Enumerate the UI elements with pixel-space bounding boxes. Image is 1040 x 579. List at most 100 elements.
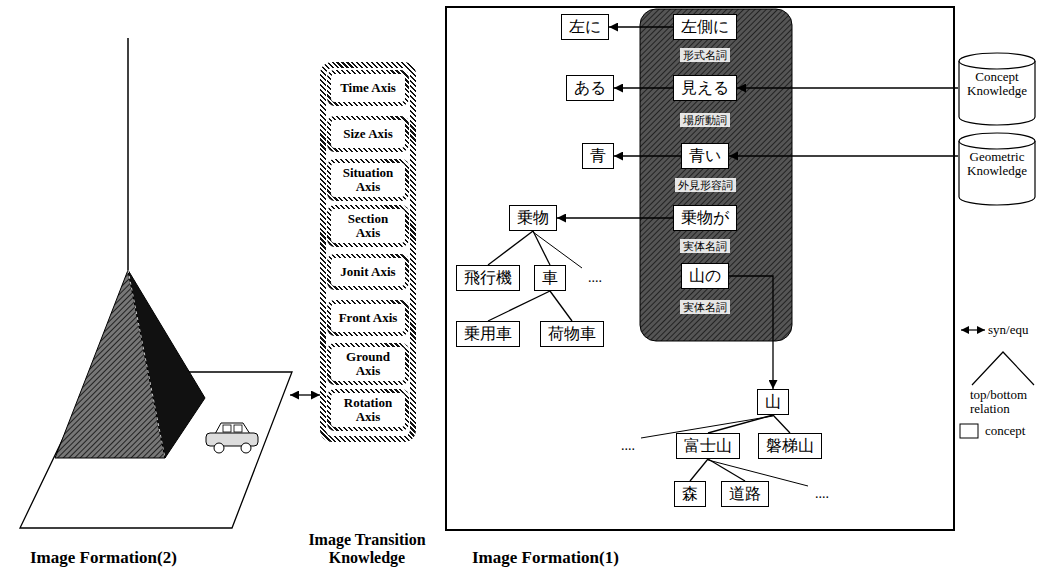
concept-box: 乗用車	[456, 321, 520, 347]
car-wheel	[214, 443, 224, 453]
figure-caption: Image Formation(1)	[472, 548, 619, 568]
knowledge-cylinder: Concept Knowledge	[958, 52, 1036, 126]
formation-box: 左側に見える青い乗物が山の 左にある青乗物飛行機 車乗用車 荷物車山富士山 磐梯山森 道路…	[445, 6, 955, 531]
ellipsis-label: ....	[621, 438, 635, 454]
axis-box: Size Axis	[327, 116, 409, 152]
tree-connector	[488, 231, 533, 265]
vertical-axis-line	[127, 38, 129, 270]
legend-syn-sample	[961, 329, 985, 330]
ellipsis-label: ....	[815, 486, 829, 502]
axis-box: Jonit Axis	[327, 254, 409, 290]
axis-box: Ground Axis	[327, 343, 409, 384]
concept-label: ある	[574, 78, 606, 98]
concept-box: 青	[582, 143, 614, 169]
concept-box: 車	[534, 265, 566, 291]
axis-box: Front Axis	[327, 300, 409, 336]
ellipsis-label: ....	[588, 270, 602, 286]
car-icon	[206, 423, 258, 453]
cylinder-top	[959, 53, 1035, 69]
concept-label: 山	[765, 392, 781, 412]
knowledge-cylinder: Geometric Knowledge	[958, 132, 1036, 206]
tree-connector	[690, 459, 708, 481]
tree-connector	[708, 459, 745, 481]
axis-label: Ground Axis	[335, 350, 401, 377]
tree-connector	[533, 231, 550, 265]
concept-label: 青い	[689, 146, 721, 166]
concept-label: 荷物車	[548, 324, 596, 344]
axis-label: Front Axis	[339, 311, 398, 325]
axis-label: Section Axis	[335, 212, 401, 239]
concept-label: 道路	[729, 484, 761, 504]
concept-box: 山の	[681, 263, 729, 289]
axis-label: Size Axis	[343, 127, 392, 141]
concept-label: 左側に	[681, 17, 729, 37]
concept-label: 乗用車	[464, 324, 512, 344]
concept-label: 山の	[689, 266, 721, 286]
category-label: 場所動詞	[680, 113, 730, 127]
cylinder-side	[959, 61, 1035, 125]
car-body	[206, 433, 258, 446]
concept-label: 磐梯山	[766, 436, 814, 456]
arrow-connector	[729, 276, 773, 389]
concept-box: 青い	[681, 143, 729, 169]
arrow-connector	[614, 87, 673, 88]
panel-caption: Image Transition Knowledge	[292, 531, 442, 568]
axis-box: Time Axis	[327, 70, 409, 106]
concept-box: 飛行機	[456, 265, 520, 291]
legend-concept-sample	[960, 424, 978, 438]
figure-caption: Image Formation(2)	[30, 548, 177, 568]
axis-box: Situation Axis	[327, 159, 409, 200]
arrow-connector	[609, 26, 673, 27]
concept-label: 乗物	[517, 208, 549, 228]
concept-box: 山	[757, 389, 789, 415]
connectors	[290, 27, 958, 481]
legend-tree-sample	[972, 352, 1034, 385]
concept-box: 富士山	[676, 433, 740, 459]
tree-connector	[708, 415, 773, 433]
axis-label: Time Axis	[340, 81, 396, 95]
arrow-connector	[729, 155, 958, 156]
car-window	[223, 425, 231, 432]
cylinder-label: Geometric Knowledge	[961, 150, 1033, 179]
concept-box: 乗物	[509, 205, 557, 231]
concept-label: 青	[590, 146, 606, 166]
concept-box: 見える	[673, 75, 737, 101]
legend-text: concept	[985, 424, 1025, 438]
concept-box: 磐梯山	[758, 433, 822, 459]
concept-box: ある	[566, 75, 614, 101]
arrow-connector	[557, 217, 673, 218]
category-label: 形式名詞	[680, 48, 730, 62]
concept-box: 乗物が	[673, 205, 737, 231]
cylinder-top	[959, 133, 1035, 149]
pyramid-shadow-face	[128, 270, 205, 458]
concept-box: 道路	[721, 481, 769, 507]
tree-connector	[550, 291, 572, 321]
arrow-connector	[290, 394, 320, 395]
axis-label: Rotation Axis	[335, 396, 401, 423]
axis-box: Rotation Axis	[327, 389, 409, 430]
tree-connector	[488, 291, 550, 321]
concept-box: 森	[674, 481, 706, 507]
concept-label: 見える	[681, 78, 729, 98]
concept-box: 左に	[561, 14, 609, 40]
tree-connector	[773, 415, 790, 433]
car-cabin	[215, 423, 250, 434]
car-wheel	[241, 443, 251, 453]
concept-box: 左側に	[673, 14, 737, 40]
pyramid-edge	[128, 270, 165, 458]
axis-label: Situation Axis	[335, 166, 401, 193]
concept-label: 森	[682, 484, 698, 504]
category-label: 実体名詞	[680, 300, 730, 314]
concept-box: 荷物車	[540, 321, 604, 347]
cylinder-label: Concept Knowledge	[961, 70, 1033, 99]
legend-text: syn/equ	[988, 323, 1028, 337]
legend-text: top/bottom relation	[970, 388, 1034, 417]
category-label: 外見形容詞	[675, 178, 736, 192]
concept-label: 車	[542, 268, 558, 288]
scene-frame: Image Formation(2)	[0, 20, 290, 575]
category-label: 実体名詞	[680, 239, 730, 253]
concept-label: 飛行機	[464, 268, 512, 288]
